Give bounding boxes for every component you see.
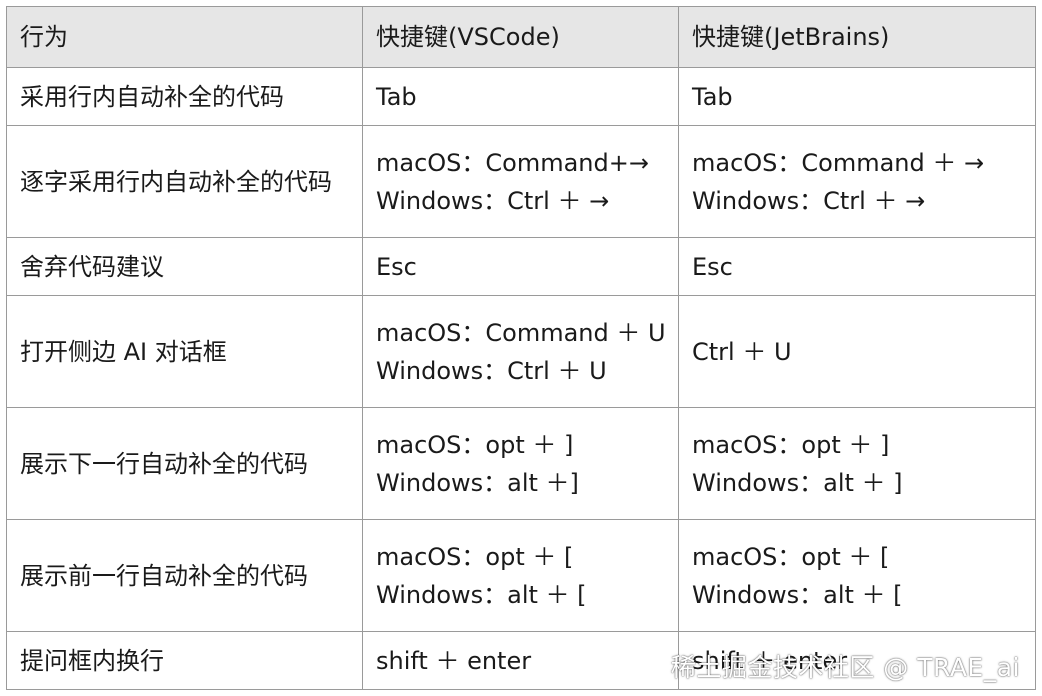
action-cell: 逐字采用行内自动补全的代码 bbox=[6, 125, 363, 238]
table-row: 提问框内换行 shift ＋ enter shift ＋ enter bbox=[6, 631, 1036, 690]
vscode-shortcut-cell: Tab bbox=[362, 67, 679, 126]
shortcut-line: Windows：Ctrl ＋ → bbox=[692, 186, 926, 215]
table-row: 舍弃代码建议 Esc Esc bbox=[6, 237, 1036, 296]
shortcut-line: Esc bbox=[692, 252, 733, 281]
vscode-shortcut-cell: macOS：opt ＋ [ Windows：alt ＋ [ bbox=[362, 519, 679, 632]
table-row: 采用行内自动补全的代码 Tab Tab bbox=[6, 67, 1036, 126]
shortcut-line: shift ＋ enter bbox=[692, 646, 848, 675]
shortcut-line: macOS：opt ＋ [ bbox=[376, 542, 574, 571]
shortcut-line: macOS：opt ＋ [ bbox=[692, 542, 890, 571]
table-row: 展示下一行自动补全的代码 macOS：opt ＋ ] Windows：alt ＋… bbox=[6, 407, 1036, 520]
jetbrains-shortcut-cell: Ctrl ＋ U bbox=[678, 295, 1036, 408]
vscode-shortcut-cell: macOS：opt ＋ ] Windows：alt ＋] bbox=[362, 407, 679, 520]
shortcut-line: Tab bbox=[376, 82, 417, 111]
shortcut-line: Windows：alt ＋] bbox=[376, 468, 579, 497]
jetbrains-shortcut-cell: macOS：Command ＋ → Windows：Ctrl ＋ → bbox=[678, 125, 1036, 238]
action-cell: 展示前一行自动补全的代码 bbox=[6, 519, 363, 632]
shortcut-line: Tab bbox=[692, 82, 733, 111]
action-cell: 舍弃代码建议 bbox=[6, 237, 363, 296]
shortcut-line: shift ＋ enter bbox=[376, 646, 532, 675]
vscode-shortcut-cell: macOS：Command+→ Windows：Ctrl ＋ → bbox=[362, 125, 679, 238]
table-row: 逐字采用行内自动补全的代码 macOS：Command+→ Windows：Ct… bbox=[6, 125, 1036, 238]
vscode-shortcut-cell: Esc bbox=[362, 237, 679, 296]
jetbrains-shortcut-cell: Esc bbox=[678, 237, 1036, 296]
shortcut-line: Ctrl ＋ U bbox=[692, 337, 792, 366]
action-cell: 提问框内换行 bbox=[6, 631, 363, 690]
table-header-row: 行为 快捷键(VSCode) 快捷键(JetBrains) bbox=[6, 6, 1036, 68]
header-action: 行为 bbox=[6, 6, 363, 68]
shortcut-line: macOS：Command ＋ U bbox=[376, 318, 666, 347]
shortcut-line: macOS：Command ＋ → bbox=[692, 148, 985, 177]
header-jetbrains: 快捷键(JetBrains) bbox=[678, 6, 1036, 68]
header-vscode: 快捷键(VSCode) bbox=[362, 6, 679, 68]
vscode-shortcut-cell: macOS：Command ＋ U Windows：Ctrl ＋ U bbox=[362, 295, 679, 408]
watermark: 稀土掘金技术社区 @ TRAE_ai bbox=[670, 653, 1020, 682]
jetbrains-shortcut-cell: Tab bbox=[678, 67, 1036, 126]
jetbrains-shortcut-cell: shift ＋ enter bbox=[678, 631, 1036, 690]
shortcut-line: Windows：alt ＋ [ bbox=[692, 580, 903, 609]
shortcut-line: Windows：alt ＋ [ bbox=[376, 580, 587, 609]
shortcut-line: macOS：Command+→ bbox=[376, 148, 649, 177]
action-cell: 展示下一行自动补全的代码 bbox=[6, 407, 363, 520]
vscode-shortcut-cell: shift ＋ enter bbox=[362, 631, 679, 690]
shortcut-line: macOS：opt ＋ ] bbox=[376, 430, 574, 459]
jetbrains-shortcut-cell: macOS：opt ＋ [ Windows：alt ＋ [ bbox=[678, 519, 1036, 632]
action-cell: 打开侧边 AI 对话框 bbox=[6, 295, 363, 408]
shortcut-line: Esc bbox=[376, 252, 417, 281]
shortcut-table: 行为 快捷键(VSCode) 快捷键(JetBrains) 采用行内自动补全的代… bbox=[6, 6, 1036, 690]
table-row: 打开侧边 AI 对话框 macOS：Command ＋ U Windows：Ct… bbox=[6, 295, 1036, 408]
shortcut-line: Windows：alt ＋ ] bbox=[692, 468, 903, 497]
shortcut-line: macOS：opt ＋ ] bbox=[692, 430, 890, 459]
jetbrains-shortcut-cell: macOS：opt ＋ ] Windows：alt ＋ ] bbox=[678, 407, 1036, 520]
shortcut-line: Windows：Ctrl ＋ U bbox=[376, 356, 607, 385]
shortcut-line: Windows：Ctrl ＋ → bbox=[376, 186, 610, 215]
table-row: 展示前一行自动补全的代码 macOS：opt ＋ [ Windows：alt ＋… bbox=[6, 519, 1036, 632]
action-cell: 采用行内自动补全的代码 bbox=[6, 67, 363, 126]
